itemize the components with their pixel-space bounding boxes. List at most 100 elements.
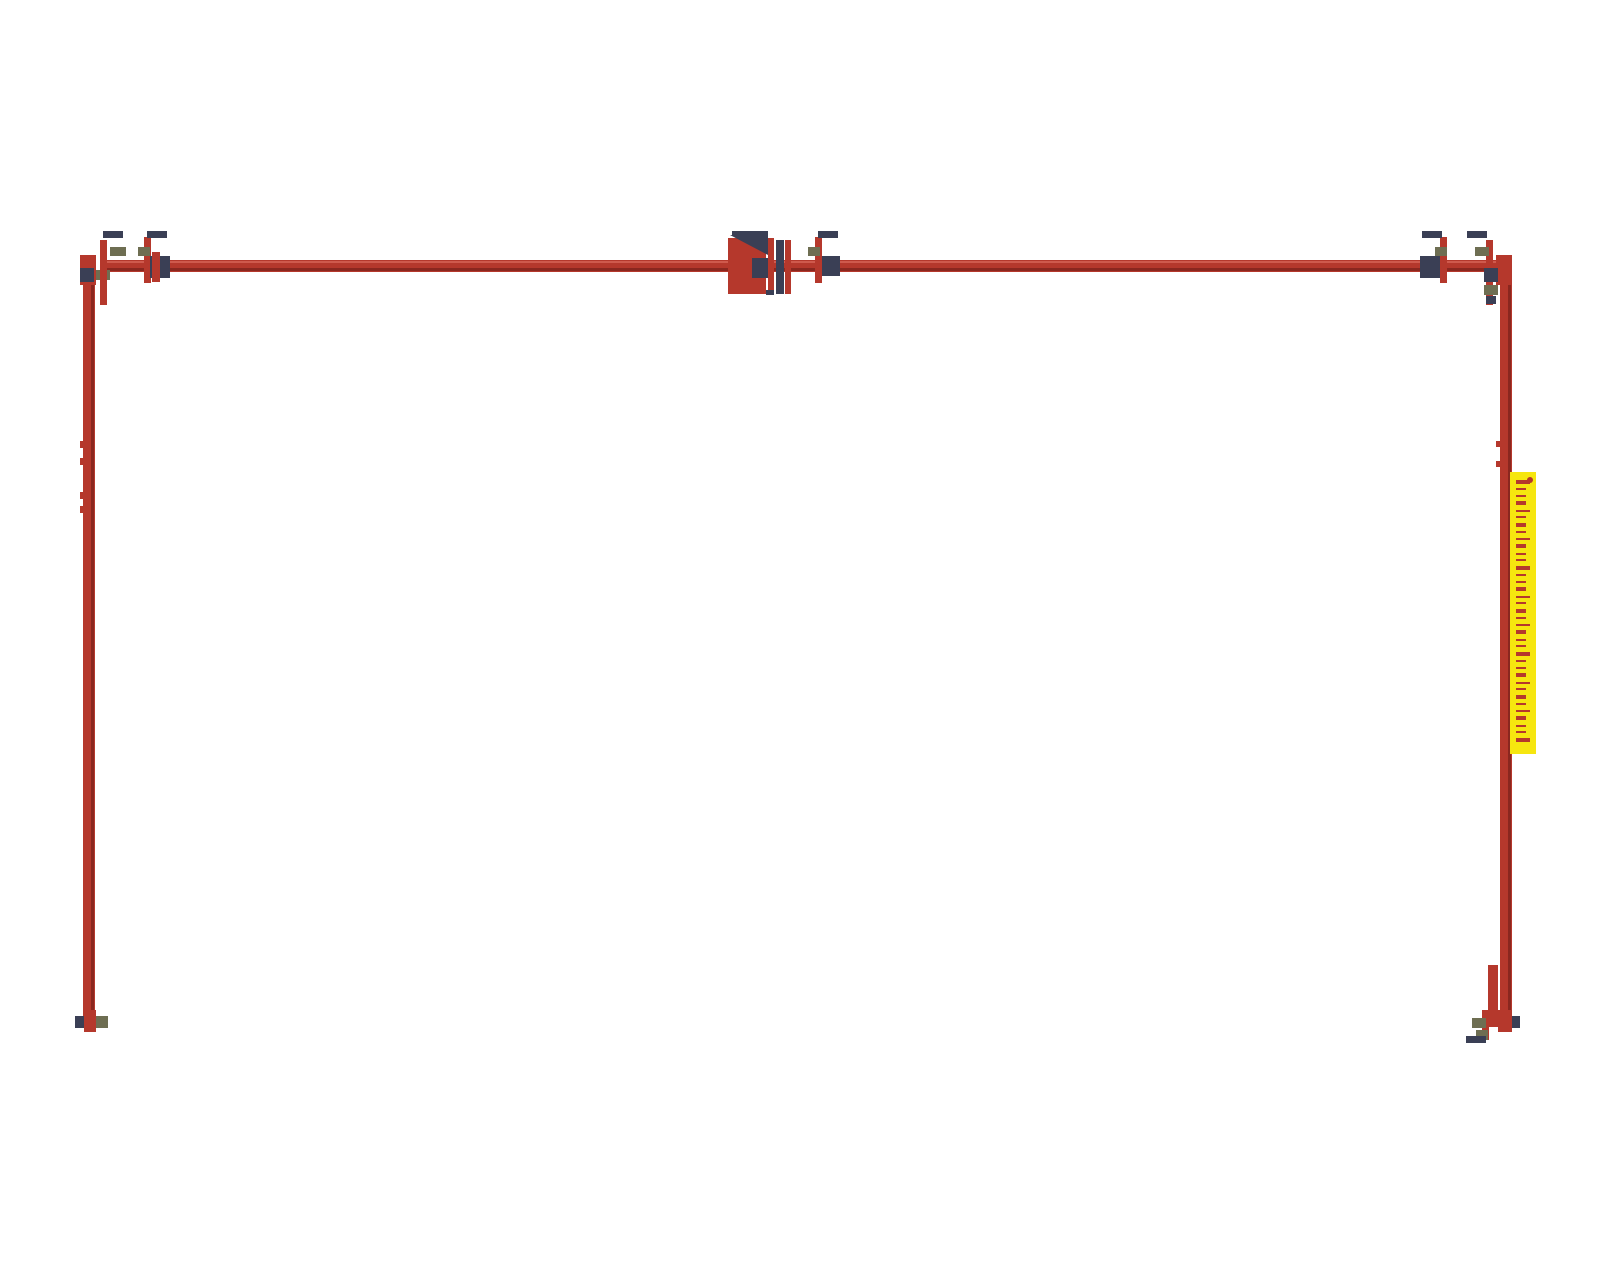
warning-panel-mark	[1516, 688, 1526, 690]
tr-arm-top	[1467, 231, 1487, 238]
br-block	[1510, 1016, 1520, 1028]
crc-block	[822, 256, 840, 276]
warning-panel-marks	[1516, 477, 1533, 742]
warning-panel-mark	[1516, 559, 1526, 561]
center-coupler-disc-2	[776, 240, 784, 294]
tli-collar	[152, 252, 160, 282]
warning-panel-mark	[1516, 553, 1526, 555]
warning-panel-mark	[1516, 652, 1530, 656]
bl-bracket	[94, 1016, 108, 1028]
tri-arm-top	[1422, 231, 1442, 238]
br-bracket-2	[1476, 1030, 1488, 1040]
warning-panel-mark	[1516, 587, 1526, 591]
top-right-inner-clamp	[1420, 231, 1447, 283]
tri-bracket	[1435, 247, 1447, 256]
crc-plate	[815, 237, 822, 283]
tl-block	[80, 268, 94, 282]
center-coupler-cap	[730, 235, 768, 255]
center-coupler-block	[752, 258, 770, 278]
top-left-corner-clamp	[80, 231, 126, 305]
tli-bracket	[138, 247, 150, 256]
top-rail-highlight	[100, 261, 1500, 263]
warning-panel-mark	[1516, 731, 1526, 733]
left-post-joint-2	[80, 458, 86, 465]
tl-arm-bracket	[110, 247, 126, 256]
tr-block	[1484, 268, 1498, 282]
tri-block	[1420, 256, 1440, 278]
warning-panel-mark	[1516, 495, 1526, 497]
crc-bracket	[808, 247, 820, 256]
warning-panel-mark	[1516, 574, 1526, 576]
left-post	[80, 262, 95, 1027]
warning-panel-mark	[1516, 738, 1530, 742]
warning-panel-mark	[1516, 716, 1526, 720]
right-post-joint-2	[1496, 461, 1502, 467]
warning-panel-mark	[1516, 710, 1530, 712]
warning-panel-mark	[1516, 617, 1526, 619]
br-bracket	[1472, 1018, 1486, 1028]
center-coupler-bolt	[766, 290, 774, 295]
warning-panel-mark	[1516, 544, 1526, 548]
right-post-joint-1	[1496, 441, 1502, 447]
warning-panel-mark	[1516, 480, 1530, 484]
crc-arm-top	[818, 231, 838, 238]
center-right-clamp	[808, 231, 840, 283]
tl-arm-top	[103, 231, 123, 238]
tr-bracket	[1475, 247, 1489, 256]
warning-panel-mark	[1516, 630, 1526, 634]
br-arm-bottom	[1466, 1036, 1486, 1043]
warning-panel-mark	[1516, 523, 1526, 527]
warning-panel-mark	[1516, 596, 1530, 598]
warning-panel-mark	[1516, 695, 1526, 699]
center-coupler	[728, 231, 791, 295]
tl-plate	[100, 240, 107, 305]
warning-panel-mark	[1516, 667, 1526, 669]
warning-panel-mark	[1516, 703, 1526, 705]
warning-panel	[1510, 472, 1536, 754]
top-left-inner-clamp	[138, 231, 170, 283]
warning-panel-mark	[1516, 531, 1526, 533]
left-post-shade	[91, 262, 94, 1027]
tr-cap	[1496, 255, 1512, 285]
warning-panel-mark	[1516, 645, 1526, 647]
bottom-left-foot	[75, 1010, 108, 1032]
warning-panel-mark	[1516, 660, 1526, 662]
br-cap	[1498, 1010, 1512, 1032]
center-coupler-top-bar	[732, 231, 768, 236]
top-rail	[100, 260, 1500, 272]
warning-panel-mark	[1516, 501, 1526, 505]
warning-panel-mark	[1516, 488, 1526, 490]
tr-lower-bracket	[1484, 285, 1498, 295]
warning-panel-mark	[1516, 516, 1526, 518]
center-coupler-disc-3	[785, 240, 791, 294]
left-post-joint-1	[80, 441, 86, 448]
right-post-shade	[1508, 262, 1511, 1027]
bottom-right-foot	[1466, 1010, 1520, 1043]
center-coupler-disc-1	[768, 238, 774, 294]
warning-panel-mark	[1516, 538, 1530, 540]
left-post-joint-4	[80, 506, 86, 513]
tri-plate	[1440, 237, 1447, 283]
warning-panel-mark	[1516, 624, 1530, 626]
warning-panel-mark	[1516, 639, 1526, 641]
top-right-corner-clamp	[1467, 231, 1512, 305]
warning-panel-mark	[1516, 581, 1526, 583]
warning-panel-mark	[1516, 602, 1526, 604]
warning-panel-mark	[1516, 609, 1526, 613]
warning-panel-mark	[1516, 682, 1530, 684]
bl-cap	[84, 1010, 96, 1032]
tli-plate	[144, 237, 151, 283]
top-rail-shade	[100, 268, 1500, 271]
warning-panel-dot	[1527, 477, 1533, 483]
warning-panel-mark	[1516, 673, 1526, 677]
warning-panel-mark	[1516, 725, 1526, 727]
left-post-joint-3	[80, 492, 86, 499]
tli-arm-top	[147, 231, 167, 238]
tr-lower-block	[1486, 296, 1496, 304]
right-post-lower-brace	[1488, 965, 1498, 1027]
warning-panel-mark	[1516, 510, 1530, 512]
right-post	[1488, 262, 1512, 1027]
warning-panel-mark	[1516, 566, 1530, 570]
